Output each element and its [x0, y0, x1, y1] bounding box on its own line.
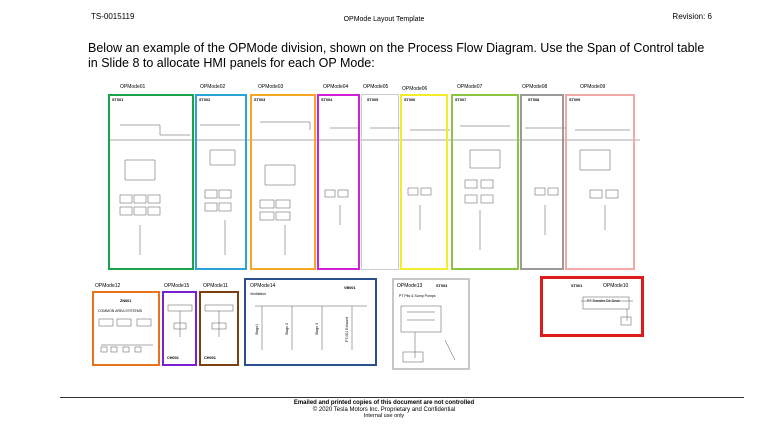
opmode06-label: OPMode06 [402, 86, 427, 92]
opmode11-station: CH001 [204, 356, 216, 360]
opmode13-region: OPMode13 ST003 PT Pits & Sump Pumps [392, 278, 470, 370]
opmode15-label: OPMode15 [164, 283, 189, 289]
opmode09-label: OPMode09 [580, 84, 605, 90]
opmode07-region [451, 94, 519, 270]
footer-disclaimer: Emailed and printed copies of this docum… [0, 400, 768, 407]
opmode12-region: ZN001 COMMON AREA SYSTEMS [92, 291, 160, 366]
opmode11-region: CH001 [199, 291, 239, 366]
opmode01-label: OPMode01 [120, 84, 145, 90]
opmode12-drawing [95, 313, 159, 363]
opmode05-station: ST005 [367, 98, 378, 102]
opmode15-station: CH001 [167, 356, 179, 360]
opmode07-station: ST007 [455, 98, 466, 102]
opmode11-drawing [202, 301, 238, 351]
opmode07-label: OPMode07 [457, 84, 482, 90]
opmode15-region: CH001 [162, 291, 197, 366]
opmode14-col-2: Stage 2 [285, 323, 289, 335]
opmode11-label: OPMode11 [203, 283, 228, 289]
opmode09-station: ST009 [569, 98, 580, 102]
opmode10-drawing [543, 287, 641, 337]
opmode15-drawing [165, 301, 196, 351]
opmode08-label: OPMode08 [522, 84, 547, 90]
opmode08-region [520, 94, 564, 270]
opmode04-station: ST004 [321, 98, 332, 102]
opmode01-station: ST001 [112, 98, 123, 102]
opmode02-station: ST002 [199, 98, 210, 102]
opmode12-station: ZN001 [120, 299, 131, 303]
opmode14-region: OPMode14 Ventilation VB001 Stage1 Stage … [244, 278, 377, 366]
opmode03-label: OPMode03 [258, 84, 283, 90]
opmode12-label: OPMode12 [95, 283, 120, 289]
opmode06-station: ST006 [404, 98, 415, 102]
opmode14-col-1: Stage1 [255, 324, 259, 335]
footer-divider [60, 397, 744, 398]
opmode14-col-3: Stage 3 [315, 323, 319, 335]
opmode03-station: ST003 [254, 98, 265, 102]
opmode04-label: OPMode04 [323, 84, 348, 90]
opmode13-drawing [395, 300, 469, 368]
opmode03-region [250, 94, 316, 270]
opmode10-region: ST001 OPMode10 PT Transfer Dir Desk [540, 276, 644, 337]
opmode13-station: ST003 [436, 284, 447, 288]
opmode04-region [317, 94, 360, 270]
opmode01-region [108, 94, 194, 270]
opmode06-region [400, 94, 448, 270]
opmode14-station: VB001 [344, 286, 356, 290]
footer-classification: Internal use only [0, 413, 768, 420]
opmode08-station: ST008 [528, 98, 539, 102]
opmode02-region [195, 94, 247, 270]
opmode13-subtitle: PT Pits & Sump Pumps [399, 294, 436, 298]
opmode14-drawing [247, 300, 375, 360]
opmode02-label: OPMode02 [200, 84, 225, 90]
opmode05-label: OPMode05 [363, 84, 388, 90]
opmode14-label: OPMode14 [250, 283, 275, 289]
opmode13-label: OPMode13 [397, 283, 422, 289]
opmode14-subtitle: Ventilation [250, 292, 266, 296]
opmode14-col-4: PT-001 Exhaust [345, 317, 349, 342]
opmode05-region [361, 94, 399, 270]
opmode09-region [565, 94, 635, 270]
